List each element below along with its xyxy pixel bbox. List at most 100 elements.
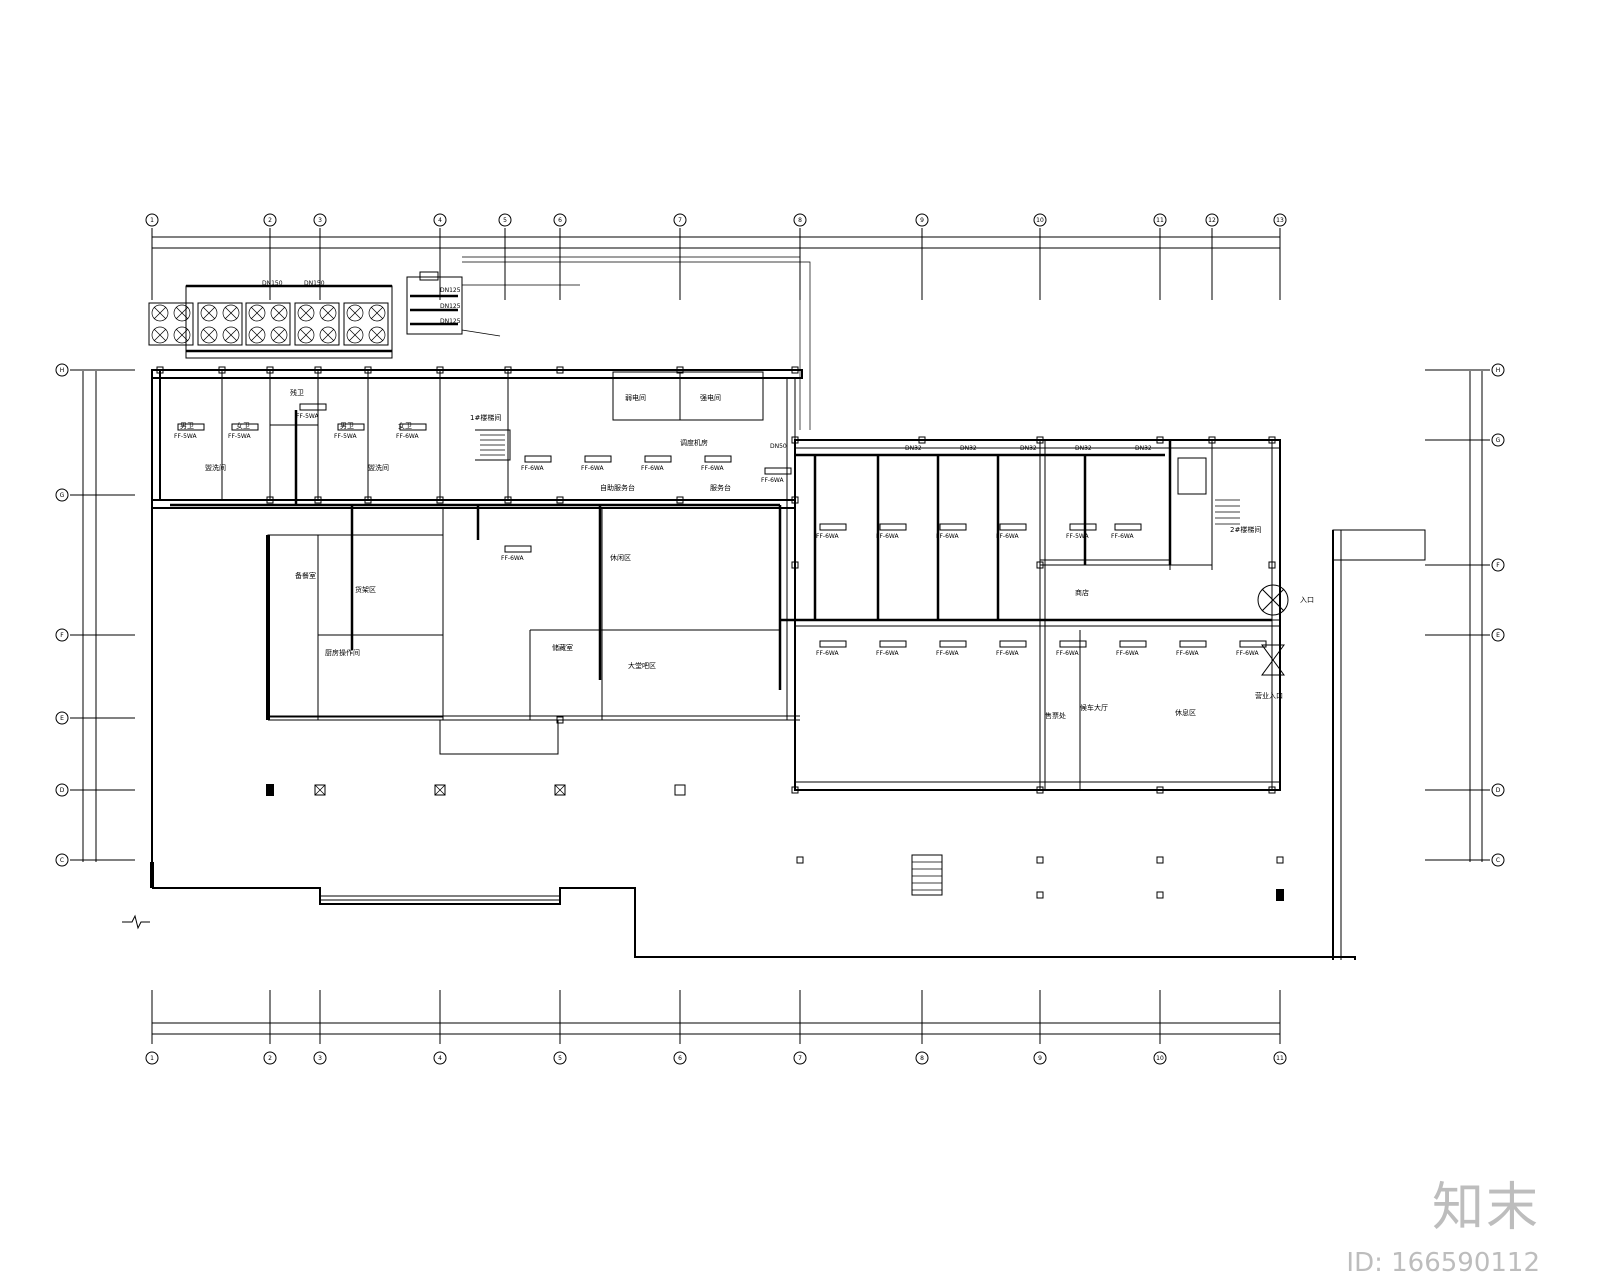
fan-blade bbox=[250, 306, 264, 320]
grid-bubble-right bbox=[1491, 853, 1505, 867]
grid-label-bottom: 11 bbox=[1276, 1055, 1284, 1062]
pipe-size-label: DN150 bbox=[262, 280, 283, 287]
fan-icon bbox=[222, 304, 240, 322]
grid-label-bottom: 5 bbox=[558, 1055, 562, 1062]
fan-coil-label: FF-6WA bbox=[876, 533, 899, 540]
fan-icon bbox=[173, 326, 191, 344]
fan-coil-icon bbox=[1059, 640, 1087, 648]
grid-bubble-top bbox=[263, 213, 277, 227]
column-square bbox=[436, 366, 444, 374]
pipe-size-label: DN50 bbox=[770, 443, 787, 450]
room-label-storage: 储藏室 bbox=[552, 643, 573, 652]
grid-bubble-top bbox=[498, 213, 512, 227]
column-square bbox=[791, 366, 799, 374]
fan-icon bbox=[222, 326, 240, 344]
grid-bubble-right bbox=[1491, 363, 1505, 377]
grid-label-right: F bbox=[1496, 562, 1500, 569]
fan-blade bbox=[202, 306, 216, 320]
column-square bbox=[1156, 436, 1164, 444]
grid-label-left: G bbox=[60, 492, 65, 499]
grid-label-left: F bbox=[60, 632, 64, 639]
pipe-size-label: DN125 bbox=[440, 303, 461, 310]
fan-coil-icon bbox=[231, 423, 259, 431]
fan-coil-icon bbox=[879, 640, 907, 648]
grid-label-top: 9 bbox=[920, 217, 924, 224]
fan-coil-icon bbox=[999, 640, 1027, 648]
grid-label-top: 1 bbox=[150, 217, 154, 224]
grid-bubble-bottom bbox=[553, 1051, 567, 1065]
column-square bbox=[364, 496, 372, 504]
fan-coil-icon bbox=[337, 423, 365, 431]
fan-coil-icon bbox=[819, 640, 847, 648]
bottom-grid-ticks bbox=[151, 990, 1281, 1044]
grid-bubble-left bbox=[55, 853, 69, 867]
grid-bubble-left bbox=[55, 628, 69, 642]
fan-icon bbox=[151, 304, 169, 322]
column-square bbox=[1036, 786, 1044, 794]
fan-icon bbox=[200, 304, 218, 322]
fan-coil-label: FF-6WA bbox=[701, 465, 724, 472]
pipe-size-label: DN32 bbox=[1075, 445, 1092, 452]
pipe-size-label: DN125 bbox=[440, 318, 461, 325]
fan-blade bbox=[321, 328, 335, 342]
fan-coil-label: FF-5WA bbox=[228, 433, 251, 440]
fan-coil-icon bbox=[524, 455, 552, 463]
watermark-logo: 知末 bbox=[1431, 1178, 1540, 1238]
fan-blade bbox=[250, 328, 264, 342]
grid-label-top: 12 bbox=[1208, 217, 1216, 224]
bottom-dimension-lines bbox=[152, 1022, 1280, 1035]
room-label-washroom2: 盥洗间 bbox=[368, 463, 389, 472]
fan-coil-icon bbox=[177, 423, 205, 431]
condenser-fans bbox=[151, 304, 386, 344]
room-label-stair2: 2#楼梯间 bbox=[1230, 525, 1261, 534]
grid-bubble-right bbox=[1491, 628, 1505, 642]
column-square bbox=[266, 496, 274, 504]
column-filled bbox=[266, 784, 274, 796]
building-walls bbox=[150, 369, 1426, 960]
room-label-ticket: 售票处 bbox=[1045, 711, 1066, 720]
room-label-dining: 大堂吧区 bbox=[628, 661, 656, 670]
column-square bbox=[504, 496, 512, 504]
column-box bbox=[674, 784, 686, 796]
grid-bubble-bottom bbox=[915, 1051, 929, 1065]
column-cross bbox=[434, 784, 446, 796]
section-break-mark bbox=[122, 914, 150, 930]
column-square bbox=[1276, 856, 1284, 864]
fan-blade bbox=[370, 328, 384, 342]
fan-coil-label: FF-6WA bbox=[936, 533, 959, 540]
fan-blade bbox=[370, 306, 384, 320]
column-square bbox=[436, 496, 444, 504]
column-box bbox=[434, 784, 446, 796]
fan-icon bbox=[173, 304, 191, 322]
grid-bubble-top bbox=[145, 213, 159, 227]
column-square bbox=[1036, 561, 1044, 569]
grid-label-top: 3 bbox=[318, 217, 322, 224]
supply-riser bbox=[462, 256, 811, 430]
fan-blade bbox=[175, 306, 189, 320]
grid-bubble-top bbox=[793, 213, 807, 227]
grid-bubble-top bbox=[1033, 213, 1047, 227]
pipe-size-label: DN125 bbox=[440, 287, 461, 294]
fan-blade bbox=[224, 306, 238, 320]
grid-bubble-left bbox=[55, 488, 69, 502]
grid-label-top: 8 bbox=[798, 217, 802, 224]
column-square bbox=[218, 366, 226, 374]
column-square bbox=[504, 366, 512, 374]
column-square bbox=[1036, 856, 1044, 864]
chilled-water-pipes bbox=[170, 410, 1272, 690]
fan-coil-icon bbox=[764, 467, 792, 475]
fan-blade bbox=[153, 328, 167, 342]
grid-bubble-bottom bbox=[433, 1051, 447, 1065]
grid-bubble-bottom bbox=[263, 1051, 277, 1065]
fan-icon bbox=[270, 326, 288, 344]
fan-icon bbox=[151, 326, 169, 344]
fan-coil-icon bbox=[1239, 640, 1267, 648]
room-label-staff-toilet: 残卫 bbox=[290, 388, 304, 397]
fan-coil-label: FF-6WA bbox=[521, 465, 544, 472]
column-square bbox=[1156, 856, 1164, 864]
pipe-size-label: DN32 bbox=[905, 445, 922, 452]
fan-coil-label: FF-6WA bbox=[996, 650, 1019, 657]
grid-label-top: 11 bbox=[1156, 217, 1164, 224]
column-square bbox=[1208, 436, 1216, 444]
